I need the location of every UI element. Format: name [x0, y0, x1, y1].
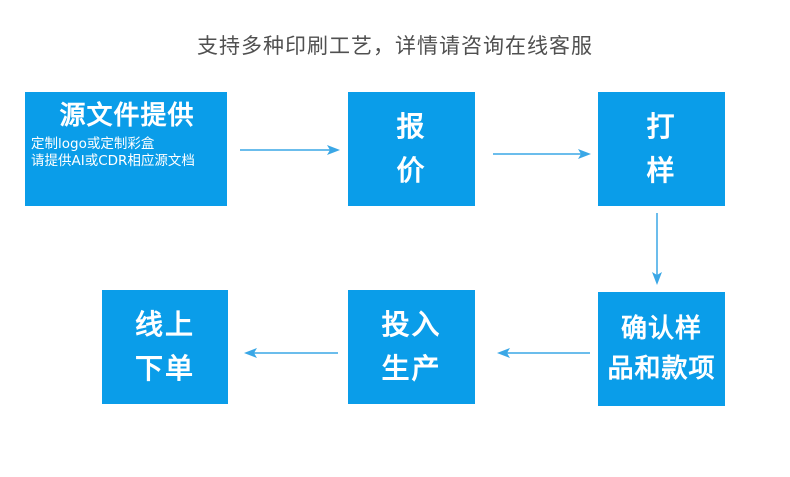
page-title: 支持多种印刷工艺，详情请咨询在线客服: [197, 34, 593, 58]
step-confirm-sample: 确认样 品和款项: [598, 292, 725, 406]
arrowhead-left-1: [497, 348, 510, 358]
step-proof-line-1: 打: [646, 110, 677, 143]
arrowhead-right-2: [578, 149, 591, 159]
step-order-online: 线上 下单: [102, 290, 228, 404]
step-order-online-line-1: 线上: [134, 308, 195, 341]
step-source-file-desc-2: 请提供AI或CDR相应源文档: [31, 153, 195, 169]
step-confirm-sample-line-2: 品和款项: [607, 354, 716, 384]
step-quote-line-1: 报: [396, 110, 427, 143]
arrowhead-down: [652, 272, 662, 285]
step-source-file: 源文件提供 定制logo或定制彩盒 请提供AI或CDR相应源文档: [25, 92, 227, 206]
step-confirm-sample-line-1: 确认样: [620, 314, 702, 344]
step-production-line-1: 投入: [381, 308, 442, 341]
arrowhead-right-1: [327, 145, 340, 155]
arrowhead-left-2: [244, 348, 257, 358]
step-quote: 报 价: [348, 92, 475, 206]
step-production: 投入 生产: [348, 290, 475, 404]
step-proof: 打 样: [598, 92, 725, 206]
step-proof-line-2: 样: [646, 154, 677, 187]
step-source-file-title: 源文件提供: [59, 101, 195, 131]
step-quote-line-2: 价: [396, 154, 427, 187]
step-order-online-line-2: 下单: [134, 352, 195, 385]
step-source-file-desc-1: 定制logo或定制彩盒: [31, 136, 155, 152]
step-production-line-2: 生产: [381, 352, 442, 385]
